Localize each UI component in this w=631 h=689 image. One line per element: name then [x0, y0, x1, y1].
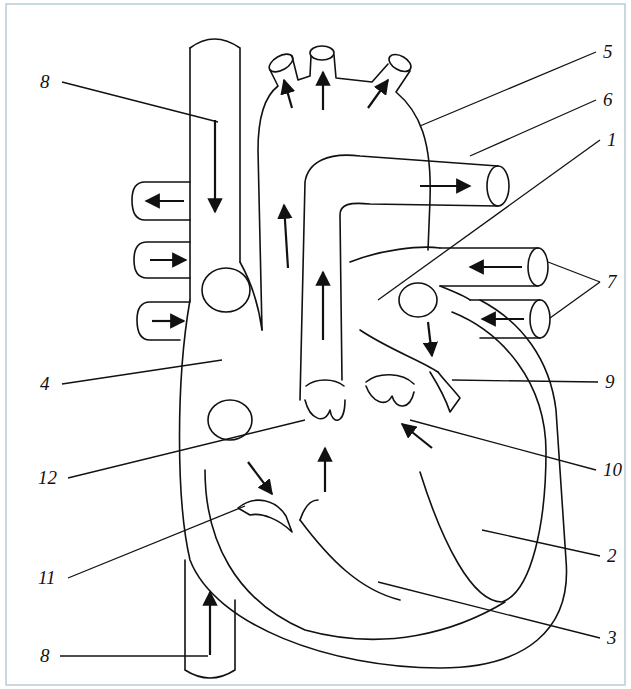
pulmonary-trunk — [300, 155, 498, 400]
callout-number: 12 — [38, 468, 57, 487]
flow-arrow — [402, 424, 432, 448]
vessel — [134, 242, 190, 278]
vena-cava — [190, 39, 240, 262]
aorta-branch — [266, 50, 296, 75]
callout-number: 10 — [603, 460, 622, 479]
vessel-opening — [202, 268, 250, 312]
septum — [300, 520, 400, 600]
flow-arrow — [248, 462, 272, 494]
pulmonary-vein — [440, 248, 538, 286]
pulmonary-vein-end — [528, 248, 548, 286]
callout-number: 9 — [605, 372, 615, 391]
callout-number: 5 — [603, 42, 613, 61]
aorta — [334, 55, 388, 82]
flow-arrow — [146, 200, 184, 202]
flow-arrow — [214, 120, 216, 212]
callout-number: 11 — [38, 568, 56, 587]
pulmonary-vein-end — [530, 300, 550, 338]
aortic-valve — [366, 375, 414, 384]
atrium-wall — [350, 247, 470, 300]
flow-arrow — [322, 72, 324, 110]
aorta — [292, 56, 311, 80]
aorta-branch — [310, 46, 334, 60]
callout-number: 4 — [40, 374, 50, 393]
leader-line — [548, 262, 600, 282]
valve — [300, 500, 318, 520]
pulmonary-valve — [305, 400, 345, 420]
callout-number: 2 — [607, 546, 617, 565]
leader-line — [550, 282, 600, 318]
callout-number: 8 — [40, 646, 50, 665]
callout-number: 8 — [40, 72, 50, 91]
aorta — [258, 70, 278, 330]
leader-line — [62, 360, 222, 384]
leader-line — [62, 82, 218, 122]
leader-line — [378, 582, 600, 638]
flow-arrow — [284, 205, 288, 268]
flow-arrow — [209, 592, 211, 655]
vessel — [132, 182, 190, 220]
atrium-wall — [360, 330, 438, 372]
vessel — [137, 302, 190, 340]
leader-line — [68, 506, 245, 578]
flow-arrow — [322, 272, 324, 340]
flow-arrow — [324, 448, 326, 492]
aortic-valve — [366, 386, 414, 406]
ventricle-wall — [420, 312, 546, 602]
leader-line — [60, 655, 208, 656]
flow-arrow — [368, 80, 388, 108]
flow-arrow — [470, 266, 522, 268]
ventricle-wall — [205, 470, 505, 639]
flow-arrow — [152, 320, 184, 322]
flow-arrow — [150, 259, 186, 261]
leader-line — [482, 530, 600, 556]
vessel-opening — [399, 283, 437, 317]
pulmonary-valve — [306, 380, 344, 386]
vena-cava — [185, 560, 235, 678]
leader-line — [452, 380, 598, 382]
leader-line — [420, 52, 596, 126]
callout-number: 1 — [607, 130, 617, 149]
leader-line — [470, 100, 596, 156]
flow-arrow — [284, 80, 292, 108]
callout-number: 3 — [607, 628, 617, 647]
callout-number: 7 — [607, 272, 617, 291]
leader-line — [410, 420, 596, 470]
vena-cava — [189, 48, 191, 300]
callout-number: 6 — [603, 90, 613, 109]
leader-line — [68, 420, 305, 478]
leader-line — [378, 140, 600, 300]
mitral-valve — [430, 372, 460, 412]
tricuspid-valve — [238, 500, 292, 532]
flow-arrow — [428, 322, 432, 356]
flow-arrow — [420, 185, 470, 187]
atrium-wall — [240, 262, 262, 330]
pulmonary-trunk-end — [487, 166, 509, 206]
flow-arrow — [482, 318, 524, 320]
frame — [6, 4, 625, 685]
heart-outline — [180, 300, 567, 668]
